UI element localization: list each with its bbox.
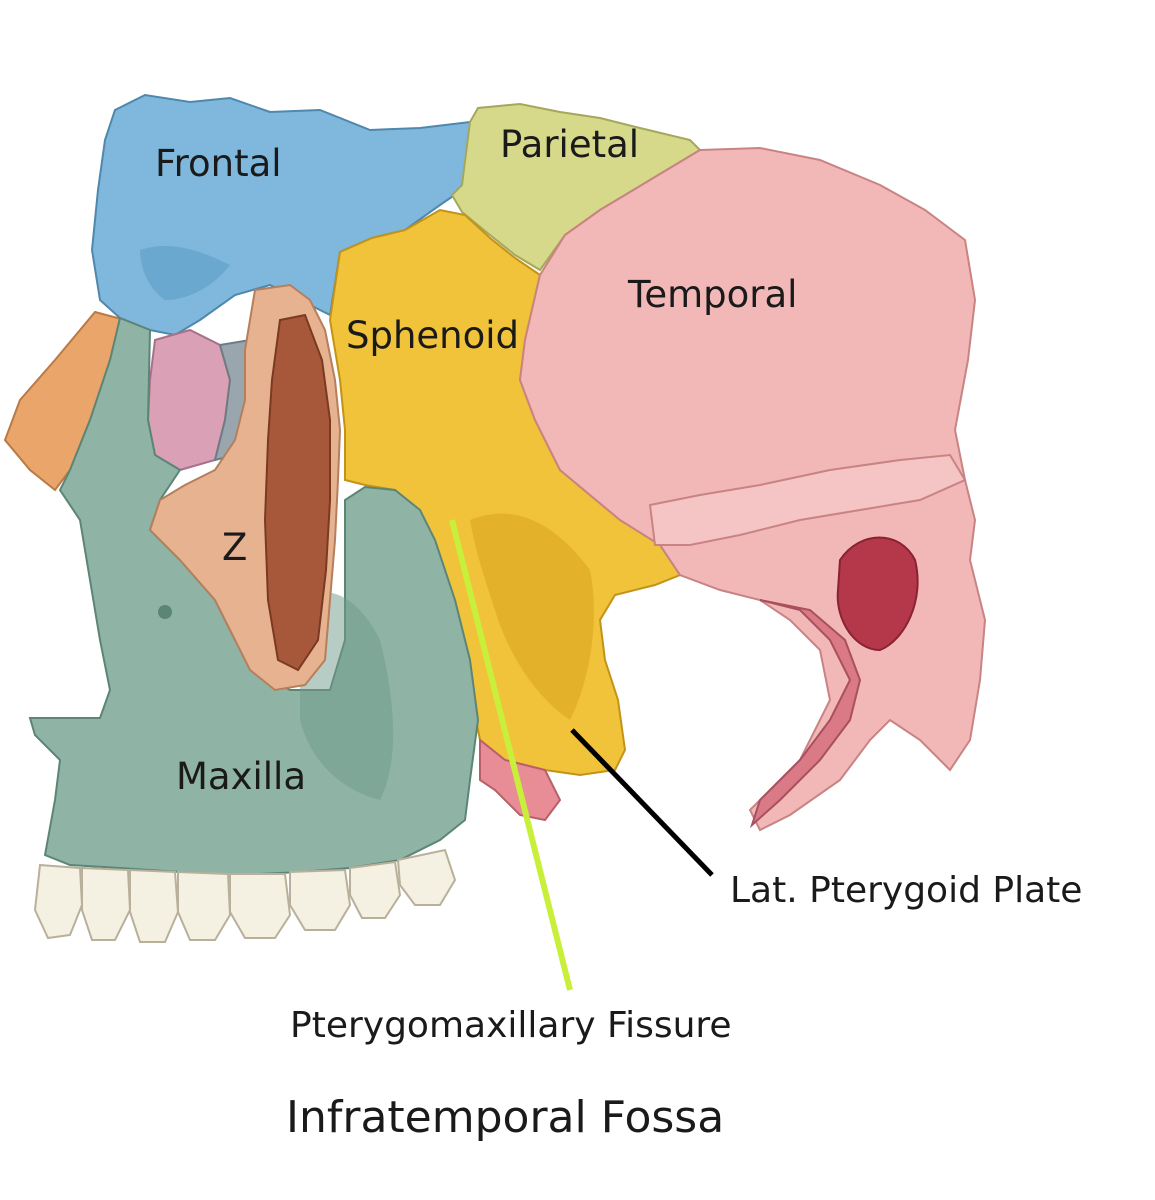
tooth: [129, 868, 180, 943]
frontal-label: Frontal: [155, 142, 282, 185]
diagram-caption: Infratemporal Fossa: [286, 1092, 724, 1143]
pterygomaxillary-fissure-label: Pterygomaxillary Fissure: [290, 1005, 732, 1046]
sphenoid-shading: [470, 513, 594, 720]
tooth: [229, 873, 292, 939]
tooth: [349, 860, 402, 919]
maxilla-label: Maxilla: [176, 755, 306, 798]
zygomatic-cut-surface: [263, 313, 331, 672]
tooth: [289, 868, 352, 931]
zygomatic-process: [648, 453, 967, 546]
pterygomaxillary-fissure-pointer: [449, 519, 573, 991]
temporal-label: Temporal: [627, 273, 797, 316]
lat-pterygoid-plate-label: Lat. Pterygoid Plate: [730, 870, 1082, 911]
infraorbital-foramen: [158, 605, 172, 619]
external-acoustic-meatus: [836, 536, 919, 652]
teeth-row: [33, 848, 457, 943]
tooth: [81, 866, 132, 941]
styloid-mastoid-region: [749, 599, 862, 829]
parietal-label: Parietal: [500, 123, 639, 166]
sphenoid-label: Sphenoid: [346, 314, 519, 357]
tooth: [33, 863, 84, 940]
frontal-shading: [140, 245, 230, 300]
zygomatic-label: Z: [222, 526, 247, 569]
tooth: [396, 848, 457, 906]
tooth: [177, 870, 232, 941]
lat-pterygoid-plate-pointer: [570, 728, 714, 877]
